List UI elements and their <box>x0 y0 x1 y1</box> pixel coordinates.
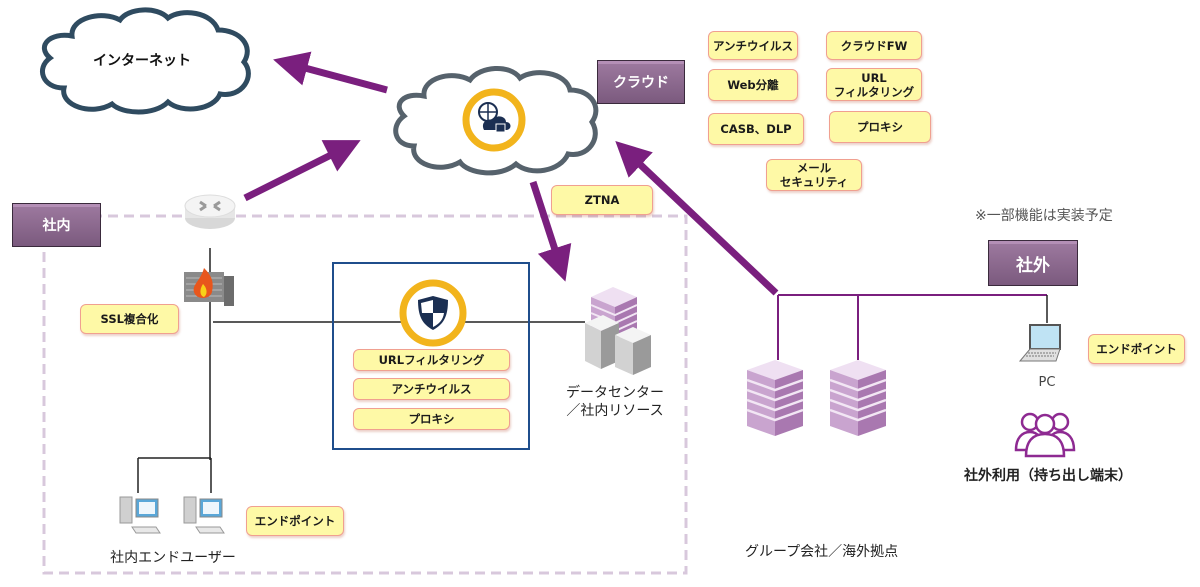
branch-server-icon <box>829 360 887 436</box>
lock-icon <box>495 123 506 133</box>
pc-label: PC <box>1038 375 1056 390</box>
service-url-filtering: URL フィルタリング <box>826 68 922 101</box>
router-icon <box>184 194 236 229</box>
service-mail-security: メール セキュリティ <box>766 159 862 191</box>
remote-users-label: 社外利用（持ち出し端末） <box>964 468 1132 484</box>
group-company-label: グループ会社／海外拠点 <box>745 544 899 560</box>
ztna-tag: ZTNA <box>551 185 653 215</box>
internal-zone-label: 社内 <box>12 203 101 247</box>
implementation-note: ※一部機能は実装予定 <box>975 208 1113 224</box>
external-zone-label: 社外 <box>988 240 1078 286</box>
cloud-service-icon <box>393 65 599 176</box>
arrow-cloud-to-internet <box>273 51 388 94</box>
service-cloud-fw: クラウドFW <box>826 31 922 60</box>
gateway-url-filtering: URLフィルタリング <box>353 349 510 371</box>
datacenter-label: データセンター ／社内リソース <box>566 385 664 419</box>
desktop-pc-icon <box>119 496 161 534</box>
arrow-cloud-to-datacenter <box>529 180 572 282</box>
desktop-pc-icon <box>183 496 225 534</box>
secure-gateway-box <box>332 262 530 450</box>
service-casb-dlp: CASB、DLP <box>708 113 804 145</box>
external-endpoint-tag: エンドポイント <box>1088 334 1185 364</box>
ssl-decryption-tag: SSL複合化 <box>80 304 179 334</box>
datacenter-server-icon <box>585 287 651 375</box>
shield-icon <box>399 279 467 347</box>
firewall-icon <box>184 268 234 306</box>
laptop-icon <box>1018 324 1061 362</box>
service-proxy: プロキシ <box>829 111 931 143</box>
arrow-external-to-cloud <box>615 140 779 296</box>
service-web-isolation: Web分離 <box>708 69 798 101</box>
gateway-proxy: プロキシ <box>353 408 510 430</box>
internal-zone-border <box>42 214 688 575</box>
users-group-icon <box>1014 412 1076 458</box>
gateway-antivirus: アンチウイルス <box>353 378 510 400</box>
internet-cloud-icon <box>40 7 251 115</box>
arrow-router-to-cloud <box>243 140 361 202</box>
internal-end-users-label: 社内エンドユーザー <box>110 550 236 566</box>
cloud-zone-label: クラウド <box>597 60 685 104</box>
service-antivirus: アンチウイルス <box>708 31 798 60</box>
internet-label: インターネット <box>93 53 191 69</box>
branch-server-icon <box>746 360 804 436</box>
internal-endpoint-tag: エンドポイント <box>246 506 344 536</box>
